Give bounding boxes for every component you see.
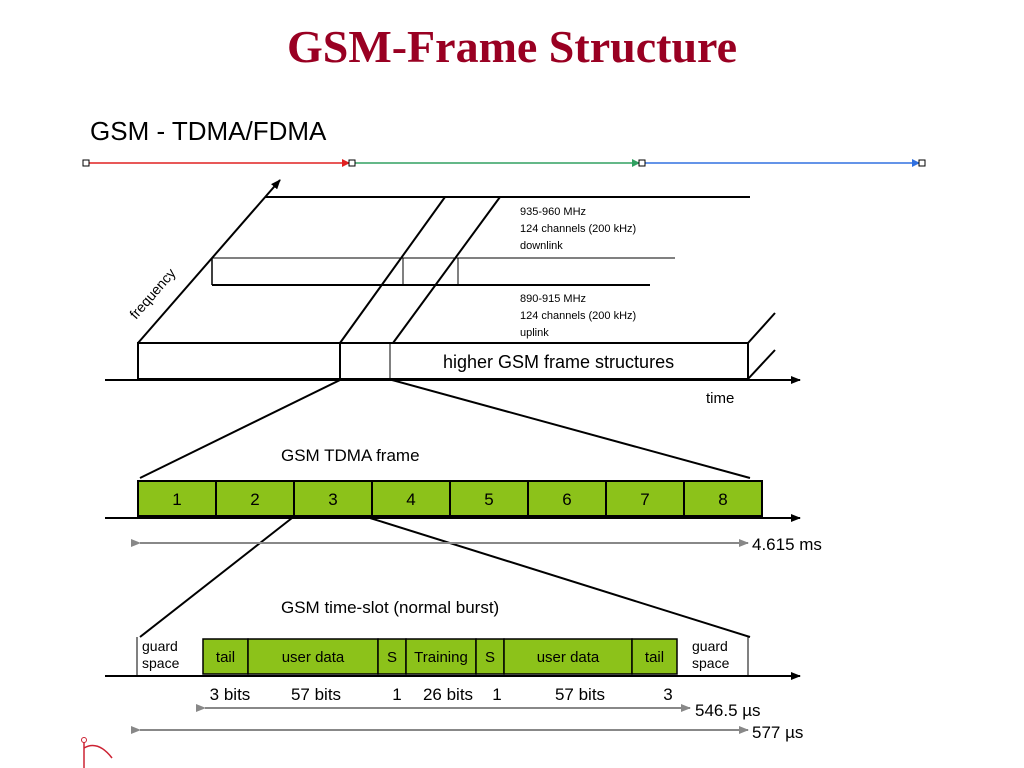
guard-space-left: guard space [136,637,180,676]
burst-field-bits: 3 bits [210,685,251,704]
timeline-marker-1 [348,159,356,167]
downlink-channels-label: 124 channels (200 kHz) [520,223,636,235]
burst-field-bits: 1 [492,685,501,704]
perspective-line-3 [747,312,776,344]
higher-frames-label: higher GSM frame structures [443,352,674,372]
burst-field-bits: 57 bits [291,685,341,704]
tdma-slot-number: 8 [718,490,727,509]
burst-bit-counts: 3 bits 57 bits 1 26 bits 1 57 bits 3 [210,685,673,704]
burst-field-label: Training [414,649,468,666]
slot-zoom-right [369,517,751,638]
uplink-frame-bar [137,342,749,380]
tdma-slot-number: 4 [406,490,415,509]
uplink-text: 890-915 MHz 124 channels (200 kHz) uplin… [520,293,636,339]
burst-field-bits: 3 [663,685,672,704]
tdma-slot [371,480,451,517]
tdma-frame-lines [105,514,801,638]
burst-field-label: S [387,649,397,666]
perspective-line-1 [339,196,446,344]
guard-right-line1: guard [692,638,728,654]
burst-field [631,638,678,675]
time-label: time [706,390,734,407]
burst-field [503,638,633,675]
decorative-corner-mark [81,737,113,768]
burst-field-label: tail [645,649,664,666]
guard-space-right: guard space [692,637,749,676]
frequency-axis [137,179,281,344]
burst-field [247,638,379,675]
timeline-arrow-red [342,159,350,167]
tdma-slot-number: 7 [640,490,649,509]
tdma-slot-number: 5 [484,490,493,509]
uplink-label: uplink [520,327,549,339]
guard-left-line2: space [142,655,180,671]
downlink-label: downlink [520,240,563,252]
perspective-line-4 [747,349,776,380]
timeline-arrow-green [632,159,640,167]
burst-field-bits: 1 [392,685,401,704]
burst-field-bits: 26 bits [423,685,473,704]
zoom-line-right [391,379,751,479]
downlink-text: 935-960 MHz 124 channels (200 kHz) downl… [520,206,636,252]
timeline-arrow-blue [912,159,920,167]
perspective-line-2 [392,196,501,344]
diagram-heading: GSM - TDMA/FDMA [90,116,327,146]
burst-field [377,638,407,675]
frequency-label: frequency [126,265,178,322]
burst-field-label: tail [216,649,235,666]
slot-zoom-left [139,517,293,638]
tdma-slot [527,480,607,517]
fdma-block [105,179,801,479]
tdma-slot [137,480,217,517]
burst-duration-label: 546.5 µs [695,701,761,720]
slide-title: GSM-Frame Structure [286,21,738,72]
uplink-channels-label: 124 channels (200 kHz) [520,310,636,322]
tdma-slots: 1 2 3 4 5 6 7 8 [137,480,763,517]
colored-timeline [82,159,926,167]
zoom-line-left [139,379,341,479]
timeline-marker-start [82,159,90,167]
burst-field-bits: 57 bits [555,685,605,704]
tdma-slot [605,480,685,517]
tdma-slot [449,480,529,517]
tdma-slot-number: 1 [172,490,181,509]
timeline-marker-end [918,159,926,167]
tdma-slot [683,480,763,517]
burst-field-label: S [485,649,495,666]
burst-field-label: user data [537,649,600,666]
guard-left-line1: guard [142,638,178,654]
frame-duration-label: 4.615 ms [752,535,822,554]
guard-right-line2: space [692,655,730,671]
burst-field-label: user data [282,649,345,666]
tdma-slot-number: 3 [328,490,337,509]
tdma-slot-number: 2 [250,490,259,509]
uplink-band-label: 890-915 MHz [520,293,586,305]
burst-field [475,638,505,675]
tdma-slot-number: 6 [562,490,571,509]
burst-field [405,638,477,675]
tdma-frame-title: GSM TDMA frame [281,446,420,465]
timeline-marker-2 [638,159,646,167]
slot-duration-label: 577 µs [752,723,803,742]
downlink-band-label: 935-960 MHz [520,206,586,218]
tdma-slot [215,480,295,517]
timeslot-title: GSM time-slot (normal burst) [281,598,499,617]
